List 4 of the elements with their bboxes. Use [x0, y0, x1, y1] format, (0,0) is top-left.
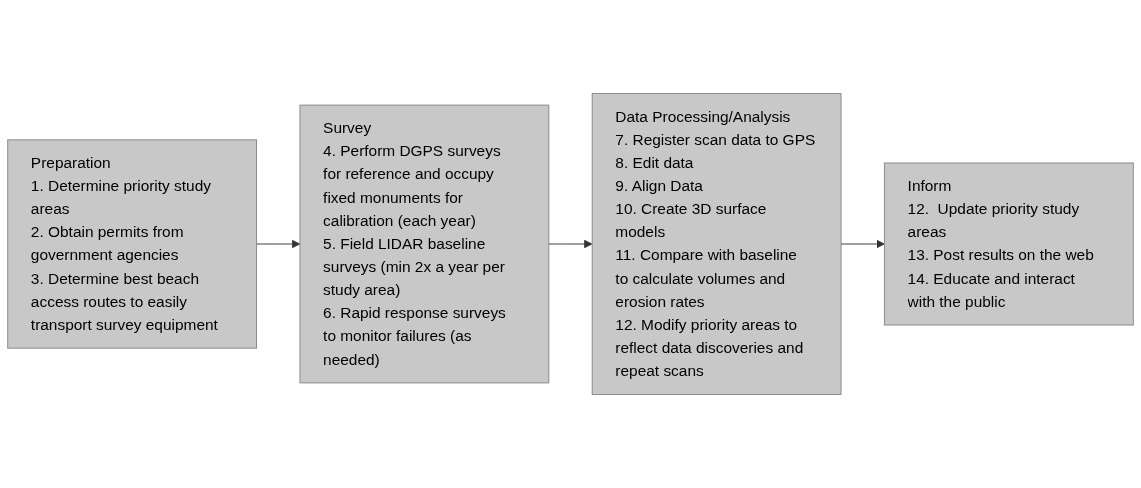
node-box: Preparation 1. Determine priority study areas 2. Obtain permits from government agencies 3. Determine best beach access routes to easily transport survey equipment [7, 139, 258, 349]
node-box: Survey 4. Perform DGPS surveys for reference and occupy fixed monuments for calibration (each year) 5. Field LIDAR baseline surveys (min 2x a year per study area) 6. Rapid response surveys to monitor failures (as needed) [299, 104, 550, 384]
node-box: Data Processing/Analysis 7. Register scan data to GPS 8. Edit data 9. Align Data 10. Create 3D surface models 11. Compare with baseline to calculate volumes and erosion rates 12. Modify priority areas to reflect data discoveries and repeat scans [591, 93, 842, 395]
node-box: Inform 12. Update priority study areas 13. Post results on the web 14. Educate and interact with the public [883, 162, 1134, 326]
